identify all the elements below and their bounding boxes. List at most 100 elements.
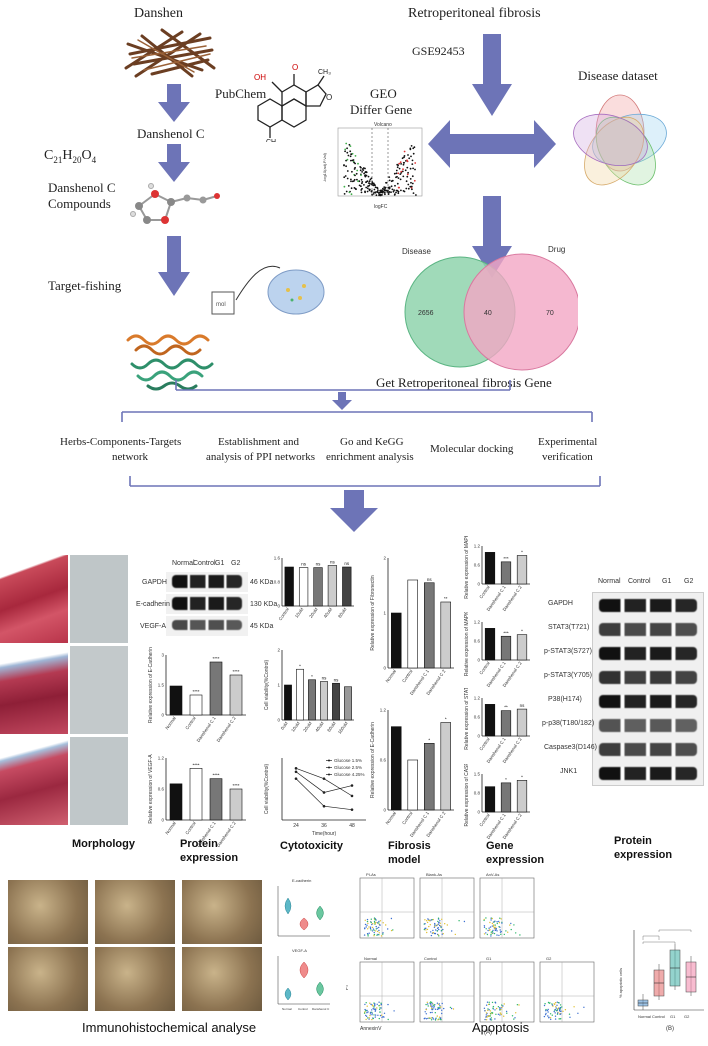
volcano-point <box>349 155 352 158</box>
flow-event <box>551 1014 553 1016</box>
flow-event <box>424 923 426 925</box>
flow-event <box>437 1019 439 1021</box>
flow-event <box>545 1012 547 1015</box>
svg-text:O: O <box>326 93 332 102</box>
flow-connectors <box>121 380 601 487</box>
chart-ylabel: Relative expression of MAPK14 <box>464 612 470 676</box>
wb-left-col-g2: G2 <box>231 560 241 567</box>
flow-event <box>555 1010 558 1012</box>
volcano-point <box>346 177 349 180</box>
flow-event <box>573 1006 575 1008</box>
flow-event <box>495 928 497 930</box>
legend-entry: Glucose 4.25% <box>334 772 365 777</box>
y-tick-label: 1 <box>383 611 386 616</box>
flow-event <box>546 1009 549 1012</box>
bar <box>516 780 528 813</box>
flow-event <box>379 1014 382 1017</box>
ihc-image-6 <box>182 947 262 1011</box>
volcano-point <box>381 190 384 192</box>
bar-annotation: * <box>521 774 523 779</box>
volcano-point <box>350 153 353 156</box>
flow-event <box>366 933 369 935</box>
chart-ylabel: Relative expression of E-Cadherin <box>148 647 154 723</box>
volcano-point <box>398 167 401 170</box>
y-tick-label: 1.2 <box>474 544 481 549</box>
volcano-point <box>367 175 370 178</box>
bar-annotation: * <box>521 629 523 634</box>
volcano-point <box>407 154 409 156</box>
flow-event <box>376 1007 378 1009</box>
flow-event <box>433 1004 435 1006</box>
flow-event <box>373 933 376 936</box>
y-tick-label: 0.6 <box>474 639 481 644</box>
flow-event <box>426 920 428 922</box>
volcano-point <box>384 193 386 196</box>
danshen-herb-image <box>124 28 216 78</box>
flow-event <box>487 1015 490 1017</box>
wb-right-row-3: p-STAT3(S727) <box>544 648 592 655</box>
bar <box>189 694 203 716</box>
volcano-point <box>355 172 358 175</box>
flow-event <box>379 1011 381 1013</box>
y-tick-label: 0 <box>277 718 280 723</box>
y-tick-label: 0.8 <box>474 791 481 796</box>
volcano-point <box>409 185 412 188</box>
flow-event <box>547 1008 549 1011</box>
flow-event <box>374 1016 376 1018</box>
y-tick-label: 1.2 <box>474 696 481 701</box>
flow-event <box>500 933 502 935</box>
protein-expression-label-2: expression <box>180 852 239 864</box>
flow-g2-label: G2 <box>546 956 552 961</box>
bar-annotation: ** <box>444 596 448 601</box>
flow-event <box>438 935 440 937</box>
flow-event <box>439 922 441 924</box>
flow-event <box>369 1011 372 1014</box>
flow-event <box>365 1015 368 1017</box>
volcano-point <box>366 180 369 183</box>
flow-event <box>441 1012 443 1015</box>
volcano-point <box>413 179 416 182</box>
volcano-point <box>400 163 402 165</box>
flow-event <box>428 925 430 928</box>
flow-event <box>490 919 492 921</box>
volcano-point <box>353 180 355 182</box>
volcano-point <box>360 174 362 176</box>
flow-control-label: Control <box>424 956 437 961</box>
flow-event <box>379 1007 381 1009</box>
legend-marker <box>328 773 330 776</box>
violin-title-1: E-cadherin <box>292 878 311 883</box>
flow-event <box>427 1003 429 1005</box>
svg-text:OH: OH <box>254 73 266 82</box>
arrow-down-icon <box>330 490 378 532</box>
volcano-point <box>360 178 363 181</box>
y-tick-label: 1.2 <box>474 620 481 625</box>
flow-event <box>432 931 434 934</box>
volcano-point <box>391 179 394 182</box>
flow-event <box>556 1004 558 1006</box>
volcano-point <box>369 178 372 181</box>
x-tick-label: Control <box>478 813 490 828</box>
flow-event <box>368 1017 370 1019</box>
volcano-point <box>407 187 410 190</box>
flow-event <box>423 1018 425 1020</box>
flow-event <box>507 931 509 933</box>
flow-event <box>432 1008 434 1011</box>
volcano-point <box>411 159 414 162</box>
volcano-point <box>406 173 409 176</box>
volcano-point <box>400 170 403 173</box>
flow-event <box>554 1018 557 1020</box>
flow-event <box>499 1007 501 1009</box>
flow-event <box>483 933 486 935</box>
volcano-point <box>367 182 370 184</box>
flow-event <box>425 1008 427 1011</box>
flow-anx-label: AnV-As <box>486 872 499 877</box>
disease-dataset-label: Disease dataset <box>578 68 658 83</box>
volcano-point <box>390 185 393 188</box>
apoptosis-box-plot: % apoptotic cells Normal Control G1 G2 (… <box>618 929 704 1032</box>
flow-event <box>375 925 377 928</box>
volcano-xlabel: logFC <box>374 204 388 210</box>
y-tick-label: 1 <box>277 683 280 688</box>
flow-event <box>491 922 494 925</box>
flow-event <box>429 1017 431 1019</box>
